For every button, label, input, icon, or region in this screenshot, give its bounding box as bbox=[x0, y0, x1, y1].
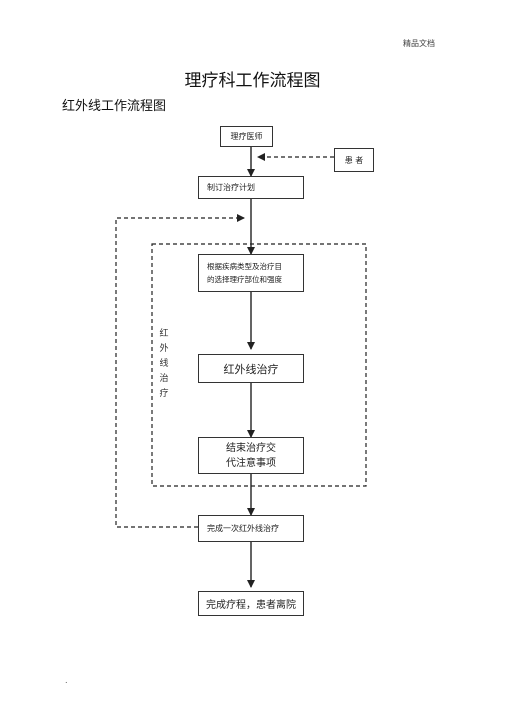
node-patient: 患 者 bbox=[334, 148, 374, 172]
header-label: 精品文档 bbox=[403, 39, 435, 48]
node-treatment-plan: 制订治疗计划 bbox=[198, 176, 304, 199]
footer-mark: . bbox=[65, 676, 68, 685]
node-patient-label: 患 者 bbox=[344, 155, 364, 165]
node-ir-treatment-label: 红外线治疗 bbox=[223, 362, 279, 376]
dashed-loop-back bbox=[115, 214, 245, 528]
node-therapist: 理疗医师 bbox=[220, 126, 273, 147]
ir-treatment-dashed-group bbox=[151, 243, 367, 487]
ir-treatment-side-label: 红 外 线 治 疗 bbox=[159, 329, 169, 399]
node-complete-one-session: 完成一次红外线治疗 bbox=[198, 515, 304, 542]
node-select-line2: 的选择理疗部位和强度 bbox=[207, 275, 282, 284]
node-treatment-plan-label: 制订治疗计划 bbox=[207, 183, 255, 192]
node-end-line1: 结束治疗交 bbox=[226, 442, 276, 454]
node-select-site-intensity: 根据疾病类型及治疗目 的选择理疗部位和强度 bbox=[198, 254, 304, 292]
page-subtitle: 红外线工作流程图 bbox=[62, 99, 167, 114]
node-ir-treatment: 红外线治疗 bbox=[198, 354, 304, 383]
node-end-line2: 代注意事项 bbox=[226, 457, 276, 469]
node-discharge-label: 完成疗程，患者离院 bbox=[206, 600, 296, 611]
node-complete-one-session-label: 完成一次红外线治疗 bbox=[207, 524, 279, 533]
node-therapist-label: 理疗医师 bbox=[230, 132, 263, 141]
node-end-treatment: 结束治疗交 代注意事项 bbox=[198, 437, 304, 474]
node-discharge: 完成疗程，患者离院 bbox=[198, 591, 304, 616]
node-select-line1: 根据疾病类型及治疗目 bbox=[207, 262, 282, 271]
page-title: 理疗科工作流程图 bbox=[184, 71, 321, 91]
